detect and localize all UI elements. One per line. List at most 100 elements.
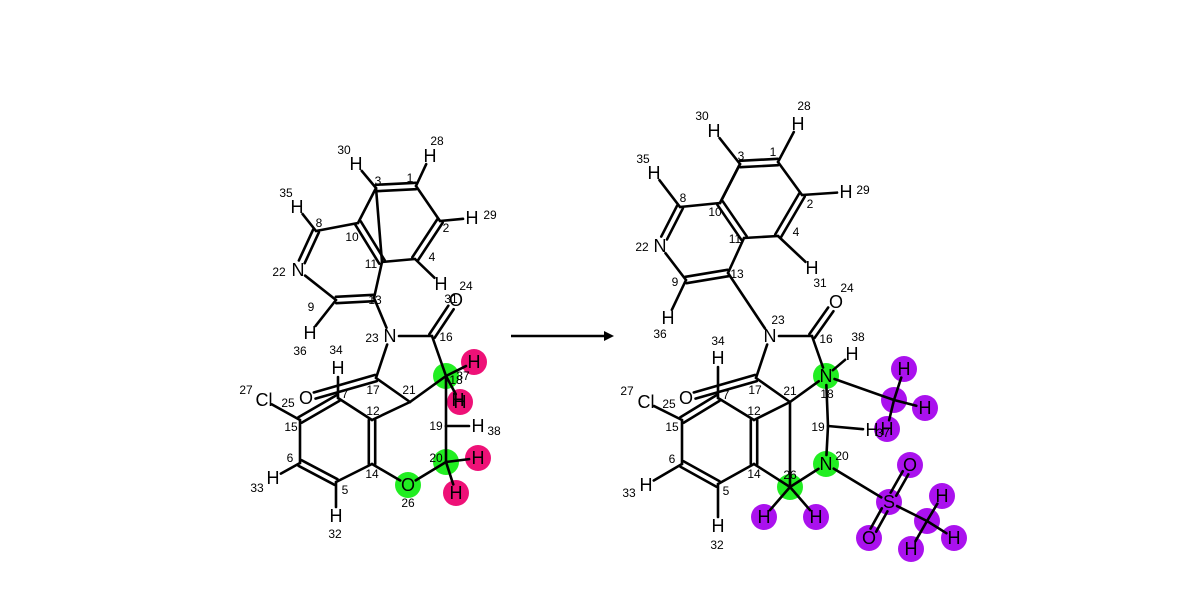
product-bond	[833, 377, 896, 402]
reactant-double-bond	[334, 299, 376, 305]
reactant-bond	[414, 460, 448, 482]
reactant-atom-index: 33	[250, 481, 264, 495]
product-bond	[925, 519, 948, 535]
product-double-bond	[679, 393, 718, 419]
reactant-atom-label: O	[401, 475, 415, 495]
product-bond	[670, 278, 688, 312]
reactant-bond	[438, 217, 465, 223]
product-atom-label: H	[708, 121, 721, 141]
product-bond	[754, 343, 769, 380]
product-atom-label: H	[662, 308, 675, 328]
product-bond	[825, 424, 830, 457]
product-bond	[664, 251, 688, 282]
product-atom-index: 37	[876, 426, 890, 440]
product-atom-index: 1	[770, 145, 777, 159]
product-atom-index: 38	[851, 330, 865, 344]
reactant-bond	[334, 462, 374, 484]
reactant-atom-label: H	[466, 208, 479, 228]
reactant-atom-highlight	[447, 389, 473, 415]
product-bond	[776, 234, 807, 264]
product-atom-index: 17	[748, 383, 762, 397]
reactant-atom-label: H	[468, 352, 481, 372]
product-bond	[726, 236, 746, 275]
reactant-atom-index: 30	[337, 143, 351, 157]
product-atom-label: N	[654, 236, 667, 256]
reactant-atom-index: 11	[365, 257, 378, 271]
product-bond	[825, 383, 830, 428]
product-double-bond	[692, 373, 757, 394]
product-atom-label: O	[903, 455, 917, 475]
product-atom-label: H	[806, 258, 819, 278]
reactant-bond	[444, 457, 471, 464]
reactant-bond	[356, 186, 378, 225]
product-bond	[678, 201, 722, 209]
reactant-double-bond	[353, 223, 381, 265]
reactant-bond	[370, 400, 412, 422]
reactant-atom-index: 34	[329, 343, 343, 357]
reactant-atom-label: H	[472, 448, 485, 468]
product-bond	[752, 462, 792, 489]
product-atom-label: H	[898, 359, 911, 379]
product-atom-index: 2	[807, 197, 814, 211]
product-bond	[718, 136, 742, 166]
reactant-atom-label: H	[267, 468, 280, 488]
reactant-atom-index: 1	[407, 171, 414, 185]
product-atom-index: 24	[840, 281, 854, 295]
product-atom-index: 35	[636, 152, 650, 166]
reactant-atom-label: Cl	[256, 390, 273, 410]
reactant-atom-index: 7	[342, 387, 349, 401]
reactant-atom-index: 10	[345, 230, 359, 244]
product-atom-label: H	[640, 475, 653, 495]
product-atom-index: 28	[797, 99, 811, 113]
product-atom-highlight	[912, 395, 938, 421]
product-atom-highlight	[941, 525, 967, 551]
product-bond	[754, 376, 792, 404]
reactant-atom-label: H	[424, 146, 437, 166]
product-double-bond	[659, 204, 679, 238]
reactant-atom-label: H	[450, 483, 463, 503]
reactant-bond	[301, 212, 318, 233]
reactant-double-bond	[334, 293, 376, 299]
reactant-bond	[314, 298, 338, 328]
product-atom-highlight	[898, 536, 924, 562]
product-bond	[925, 502, 939, 523]
product-double-bond	[779, 195, 807, 239]
reactant-atom-index: 8	[316, 216, 323, 230]
product-atom-label: S	[883, 492, 895, 512]
reactant-atom-label: N	[292, 260, 305, 280]
product-bond	[768, 485, 792, 512]
reactant-atom-highlight	[465, 445, 491, 471]
product-double-bond	[808, 306, 830, 336]
reactant-double-bond	[300, 458, 339, 481]
product-bond	[831, 358, 847, 372]
reactant-atom-index: 36	[293, 344, 307, 358]
product-bond	[716, 396, 756, 422]
product-double-bond	[773, 192, 801, 236]
product-double-bond	[894, 473, 910, 498]
product-double-bond	[682, 399, 721, 425]
product-atom-index: 13	[730, 267, 744, 281]
product-atom-index: 9	[672, 275, 679, 289]
reactant-atom-index: 25	[281, 396, 295, 410]
reactant-double-bond	[314, 379, 379, 400]
product-bond	[800, 191, 839, 197]
product-bond	[895, 504, 929, 523]
reactant-atom-index: 28	[430, 134, 444, 148]
product-bond	[826, 424, 865, 431]
product-atom-label: N	[820, 366, 833, 386]
reactant-atom-index: 37	[456, 369, 470, 383]
product-bond	[652, 404, 684, 422]
reactant-bond	[444, 364, 468, 378]
reactant-double-bond	[374, 187, 418, 193]
reactant-bond	[408, 374, 448, 404]
reaction-arrow	[511, 331, 614, 341]
reactant-atom-index: 32	[328, 527, 342, 541]
product-atom-index: 11	[729, 232, 742, 246]
reactant-bond	[444, 374, 458, 396]
product-atom-label: H	[948, 528, 961, 548]
reactant-bond	[374, 343, 389, 380]
product-atom-index: 32	[710, 538, 724, 552]
product-atom-label: N	[820, 454, 833, 474]
product-atom-label: H	[905, 539, 918, 559]
